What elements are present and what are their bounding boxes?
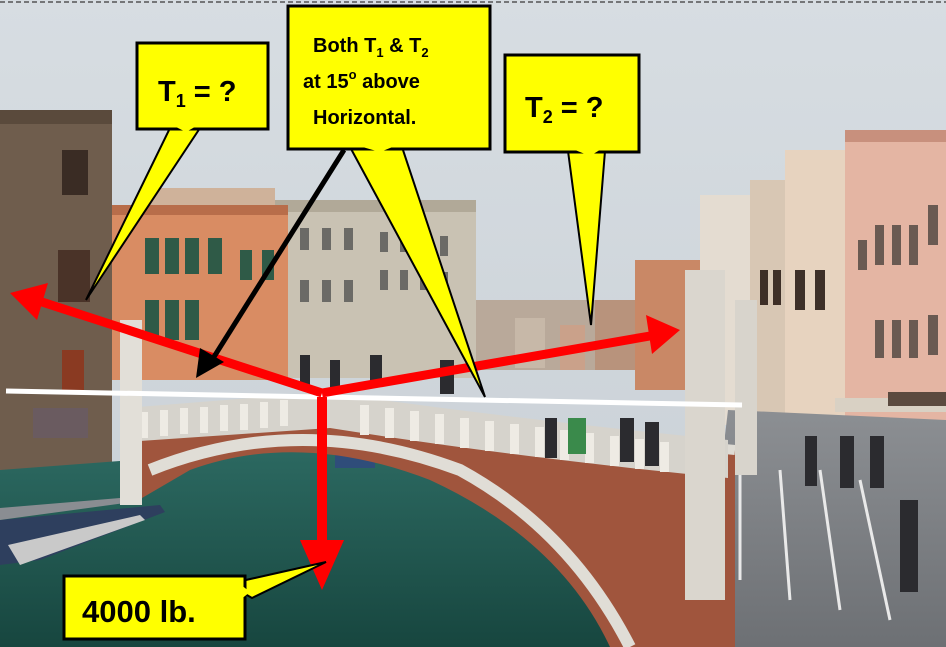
callout-weight: 4000 lb. (62, 561, 327, 641)
callout-t1: T1 = ? (85, 41, 270, 301)
balustrade (120, 270, 757, 600)
tension-t1-arrow (10, 283, 324, 398)
callout-note-line2: at 15o above (303, 67, 420, 93)
pavement-markings (738, 469, 892, 621)
callout-note: Both T1 & T2 at 15o above Horizontal. (286, 4, 492, 398)
horizontal-reference-line (5, 388, 743, 408)
diagram-overlay: T1 = ? Both T1 & T2 at 15o above Horizon… (5, 4, 743, 641)
callout-t2: T2 = ? (503, 53, 641, 326)
pedestrians (300, 355, 918, 592)
tension-t2-arrow (321, 315, 680, 398)
callout-note-line1: Both T1 & T2 (313, 35, 429, 60)
pointer-arrow (196, 148, 347, 378)
callout-weight-text: 4000 lb. (82, 594, 196, 629)
boats (0, 452, 375, 565)
callout-t1-text: T1 = ? (158, 76, 237, 111)
callout-t2-text: T2 = ? (525, 92, 604, 127)
distant-buildings (470, 300, 635, 370)
callout-note-line3: Horizontal. (313, 107, 416, 129)
